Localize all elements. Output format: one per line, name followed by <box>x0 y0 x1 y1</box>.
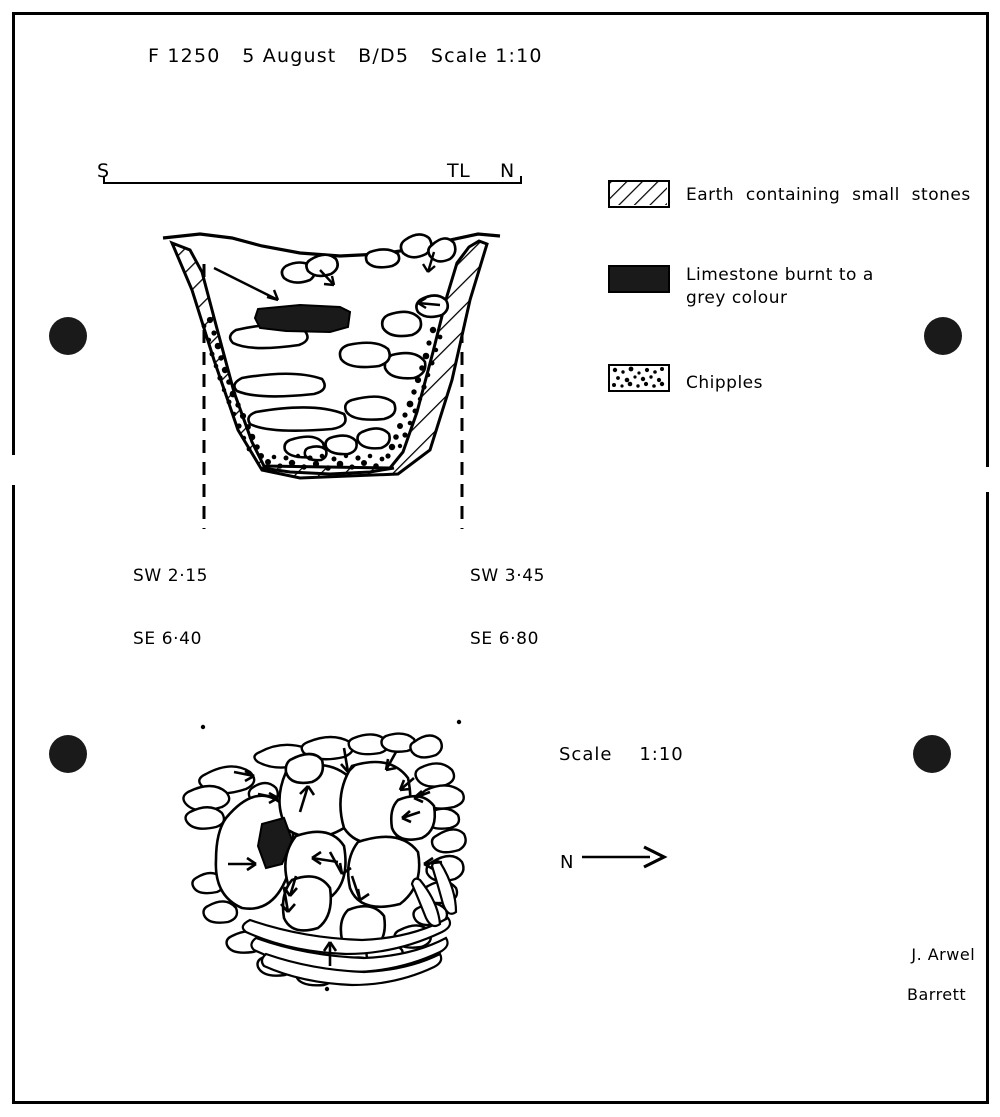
datum-tick-right <box>520 176 522 183</box>
plan-kerb-band <box>241 860 458 987</box>
legend-swatch-earth <box>608 180 670 208</box>
page-border-right-lower <box>986 492 989 1104</box>
legend-label-chipples: Chipples <box>686 373 763 393</box>
plan-direction-arrows <box>228 747 443 966</box>
datum-label-tl: TL <box>447 160 471 182</box>
section-fill-earth <box>169 239 489 480</box>
datum-label-north: N <box>500 160 515 182</box>
coord-sw-right: SW 3·45 <box>470 566 546 586</box>
page-border-bottom <box>12 1101 988 1104</box>
legend-swatch-limestone <box>608 265 670 293</box>
section-coords-left: SW 2·15 SE 6·40 <box>133 524 208 692</box>
north-arrow-icon <box>582 845 668 869</box>
ground-surface-line <box>162 232 501 258</box>
plan-core-stones <box>214 752 437 953</box>
plan-north-label: N <box>560 852 574 873</box>
datum-line <box>103 182 522 184</box>
legend-label-earth: Earth containing small stones <box>686 185 971 205</box>
datum-label-south: S <box>97 160 110 182</box>
plan-registration-dots <box>200 719 462 992</box>
coord-se-right: SE 6·80 <box>470 629 539 649</box>
punch-hole-dot <box>913 735 951 773</box>
section-direction-arrows <box>213 251 441 310</box>
section-chipples-stipple <box>201 316 443 471</box>
draughtsman-credit: J. Arwel Barrett <box>889 925 975 1045</box>
coord-se-left: SE 6·40 <box>133 629 202 649</box>
plan-limestone-wedge <box>256 816 294 870</box>
page-border-left-gap <box>12 455 15 485</box>
section-pit-base <box>261 466 395 476</box>
punch-hole-dot <box>49 735 87 773</box>
section-limestone-band <box>253 303 352 334</box>
datum-tick-left <box>103 176 105 183</box>
coord-sw-left: SW 2·15 <box>133 566 209 586</box>
stipple-pattern-icon <box>612 366 665 388</box>
page-border-right-upper <box>986 12 989 467</box>
legend-label-limestone: Limestone burnt to a grey colour <box>686 265 874 308</box>
hatch-pattern-icon <box>610 182 667 205</box>
credit-line-2: Barrett <box>907 985 967 1004</box>
section-coords-right: SW 3·45 SE 6·80 <box>470 524 545 692</box>
page-border-left <box>12 12 15 1104</box>
credit-line-1: J. Arwel <box>911 945 976 964</box>
punch-hole-dot <box>49 317 87 355</box>
punch-hole-dot <box>924 317 962 355</box>
page-border-top <box>12 12 988 15</box>
plan-scale-label: Scale 1:10 <box>559 744 684 765</box>
legend-swatch-chipples <box>608 364 670 392</box>
drawing-title: F 1250 5 August B/D5 Scale 1:10 <box>148 45 543 67</box>
